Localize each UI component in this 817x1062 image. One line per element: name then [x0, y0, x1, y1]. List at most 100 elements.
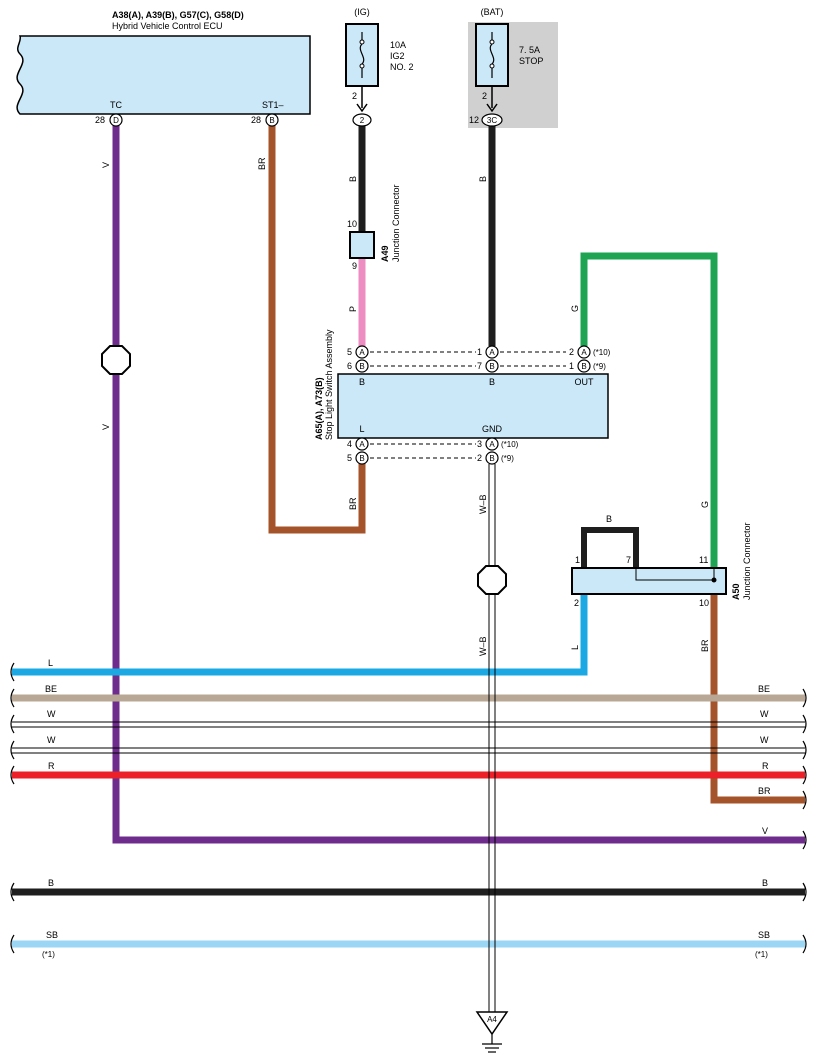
switch-label-b-left: B [359, 377, 365, 387]
label-l: L [570, 645, 580, 650]
label-b-bat: B [478, 176, 488, 182]
label-br-a50: BR [700, 639, 710, 652]
bus-label-br-right: BR [758, 786, 771, 796]
bat-pin: 2 [482, 91, 487, 101]
bus-label-w1-right: W [760, 709, 769, 719]
ecu-pin-st1-num: 28 [251, 115, 261, 125]
switch-left-pin4-num: 5 [347, 453, 352, 463]
a50-jumper-label: B [606, 514, 612, 524]
wire-b-jumper [581, 527, 639, 568]
switch-left-pin3 [355, 437, 369, 451]
ecu-pin-st1-letter: B [269, 116, 274, 125]
bus-right-caps [802, 688, 807, 954]
wire-br-st1 [268, 120, 366, 534]
switch-left-pin1-num: 5 [347, 347, 352, 357]
label-wb-2: W–B [478, 636, 488, 656]
bat-fuse-icon [489, 32, 495, 78]
switch-left-pin4-letter: B [359, 454, 364, 463]
bus-label-w2-left: W [47, 735, 56, 745]
bat-source: (BAT) [481, 7, 504, 17]
wire-v [112, 120, 805, 844]
a50-internal-link [635, 568, 715, 581]
bat-connector-label: 3C [487, 116, 497, 125]
ecu-pin-st1-func: ST1– [262, 100, 284, 110]
switch-right-pin2-letter: B [581, 362, 586, 371]
switch-mid-pin2-num: 7 [477, 361, 482, 371]
label-g-1: G [570, 305, 580, 312]
ig-name1: IG2 [390, 51, 405, 61]
label-br-st1: BR [257, 157, 267, 170]
a50-id: A50 [731, 583, 741, 600]
switch-mid-pin1-num: 1 [477, 347, 482, 357]
ground-a4-label: A4 [487, 1015, 497, 1024]
a50-box [571, 567, 727, 595]
bus-label-w1-left: W [47, 709, 56, 719]
switch-right-pin2-note: (*9) [593, 362, 606, 371]
bat-name1: STOP [519, 56, 543, 66]
a50-name: Junction Connector [742, 522, 752, 600]
bat-conn-num: 12 [469, 115, 479, 125]
a50-pin-7: 7 [626, 555, 631, 565]
switch-label-b-mid: B [489, 377, 495, 387]
label-br-switch: BR [348, 497, 358, 510]
bus-label-v-right: V [762, 826, 768, 836]
switch-box [337, 373, 609, 439]
wire-wb [488, 464, 496, 1012]
switch-mid-pin2 [485, 359, 499, 373]
ig-chevron-icon [356, 103, 368, 113]
ig-rating: 10A [390, 40, 406, 50]
switch-gnd-note1: (*10) [501, 440, 519, 449]
a49-box [349, 231, 375, 259]
a49-name: Junction Connector [391, 184, 401, 262]
ecu-ref: A38(A), A39(B), G57(C), G58(D) [112, 10, 244, 20]
label-v-1: V [101, 162, 111, 168]
switch-label-out: OUT [575, 377, 595, 387]
ecu-name: Hybrid Vehicle Control ECU [112, 21, 223, 31]
switch-dashed-lines [370, 351, 566, 459]
switch-left-pin2-letter: B [359, 362, 364, 371]
switch-mid-pin1 [485, 345, 499, 359]
label-p: P [348, 306, 358, 312]
bat-rating: 7. 5A [519, 45, 540, 55]
switch-right-pin2 [577, 359, 591, 373]
ig-connector-label: 2 [360, 116, 365, 125]
a50-pin-11: 11 [699, 555, 708, 565]
bus-label-w2-right: W [760, 735, 769, 745]
ground-a4-triangle [475, 1011, 509, 1036]
switch-mid-pin3 [485, 437, 499, 451]
wire-l [12, 594, 588, 676]
bus-w-1 [12, 721, 805, 728]
bus-label-l: L [48, 658, 53, 668]
switch-mid-pin2-letter: B [489, 362, 494, 371]
bat-connector [481, 113, 503, 127]
label-b-ig: B [348, 176, 358, 182]
bat-chevron-icon [486, 103, 498, 113]
switch-left-pin1 [355, 345, 369, 359]
bus-label-be-left: BE [45, 684, 57, 694]
ig-fuse-icon [359, 32, 365, 78]
switch-gnd-note2: (*9) [501, 454, 514, 463]
a50-junction-dot [711, 577, 717, 583]
splice-octagon-v [101, 345, 131, 375]
bus-label-r-right: R [762, 761, 769, 771]
a49-id: A49 [380, 245, 390, 262]
a50-pin-1: 1 [575, 555, 580, 565]
splice-octagon-wb [477, 565, 507, 595]
switch-mid-pin1-letter: A [489, 348, 495, 357]
ig-pin: 2 [352, 91, 357, 101]
bus-label-b-right: B [762, 878, 768, 888]
switch-right-pin1-num: 2 [569, 347, 574, 357]
ecu-pin-st1 [265, 113, 279, 127]
switch-mid-pin4-letter: B [489, 454, 494, 463]
switch-left-pin2 [355, 359, 369, 373]
bus-label-be-right: BE [758, 684, 770, 694]
a50-pin-2: 2 [574, 598, 579, 608]
bus-label-r-left: R [48, 761, 55, 771]
switch-id: A65(A), A73(B) [314, 377, 324, 440]
switch-right-pin1-letter: A [581, 348, 587, 357]
bus-left-caps [10, 662, 15, 954]
a49-pin-bottom: 9 [352, 261, 357, 271]
switch-left-pin4 [355, 451, 369, 465]
bus-note-sb-left: (*1) [42, 950, 55, 959]
